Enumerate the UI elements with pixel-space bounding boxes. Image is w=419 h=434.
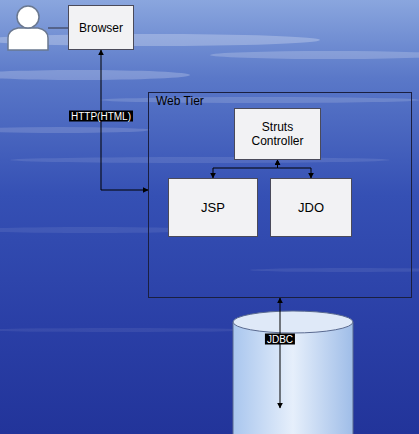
connector <box>278 160 312 178</box>
database-cylinder <box>232 310 354 434</box>
persistence-box: JDO <box>270 178 352 237</box>
browser-box: Browser <box>68 5 134 50</box>
connector <box>213 160 278 178</box>
node-label: JSP <box>197 200 229 215</box>
tier-region: Web TierStruts ControllerJSP JDO <box>148 92 412 298</box>
protocol-label: HTTP(HTML) <box>69 111 133 122</box>
user-link-line <box>48 28 68 29</box>
node-label: Browser <box>75 21 127 35</box>
controller-box: Struts Controller <box>234 108 321 160</box>
protocol-label: JDBC <box>265 334 295 345</box>
water-streaks <box>0 34 419 332</box>
node-label: Web Tier <box>152 94 208 108</box>
user-icon <box>8 6 48 50</box>
node-label: Struts Controller <box>235 120 320 148</box>
view-box: JSP <box>168 178 258 237</box>
cylinder-shape <box>232 310 354 434</box>
node-label: JDO <box>294 200 328 215</box>
